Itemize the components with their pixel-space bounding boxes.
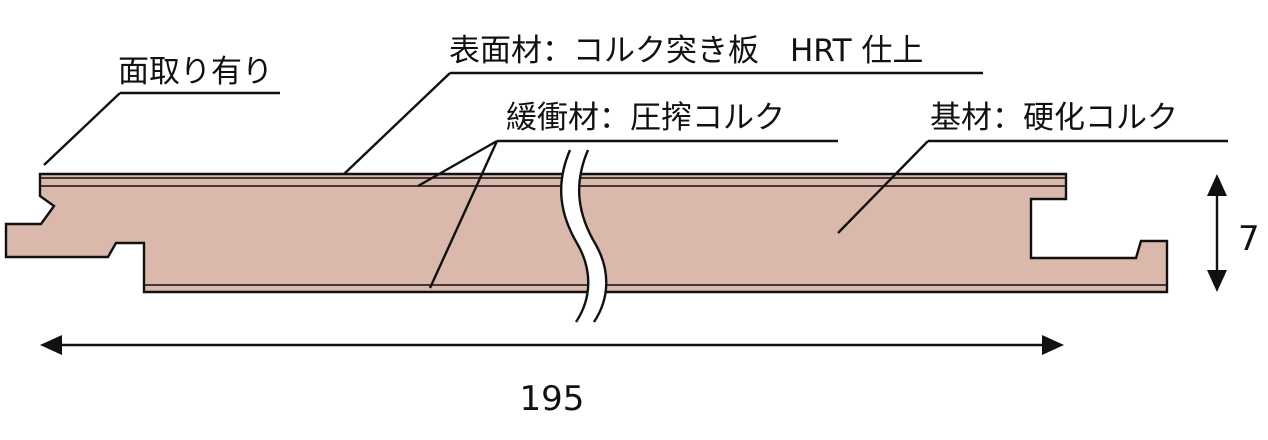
- cushion-leader: [417, 139, 838, 289]
- width-dimension-value: 195: [520, 379, 585, 419]
- arrowhead-icon: [1207, 270, 1227, 292]
- cushion-material-label: 緩衝材：圧搾コルク: [506, 100, 785, 136]
- chamfer-label: 面取り有り: [118, 54, 273, 90]
- surface-leader: [343, 71, 983, 175]
- chamfer-leader: [43, 91, 280, 166]
- thickness-dimension-value: 7: [1238, 219, 1260, 259]
- base-material-label: 基材：硬化コルク: [930, 100, 1178, 136]
- arrowhead-icon: [40, 335, 62, 355]
- width-dimension-arrow: [40, 335, 1064, 355]
- arrowhead-icon: [1042, 335, 1064, 355]
- base-leader: [837, 139, 1228, 234]
- wavy-break-icon: [560, 149, 608, 323]
- surface-material-label: 表面材：コルク突き板 HRT 仕上: [449, 33, 923, 69]
- thickness-dimension-arrow: [1207, 174, 1227, 292]
- arrowhead-icon: [1207, 174, 1227, 196]
